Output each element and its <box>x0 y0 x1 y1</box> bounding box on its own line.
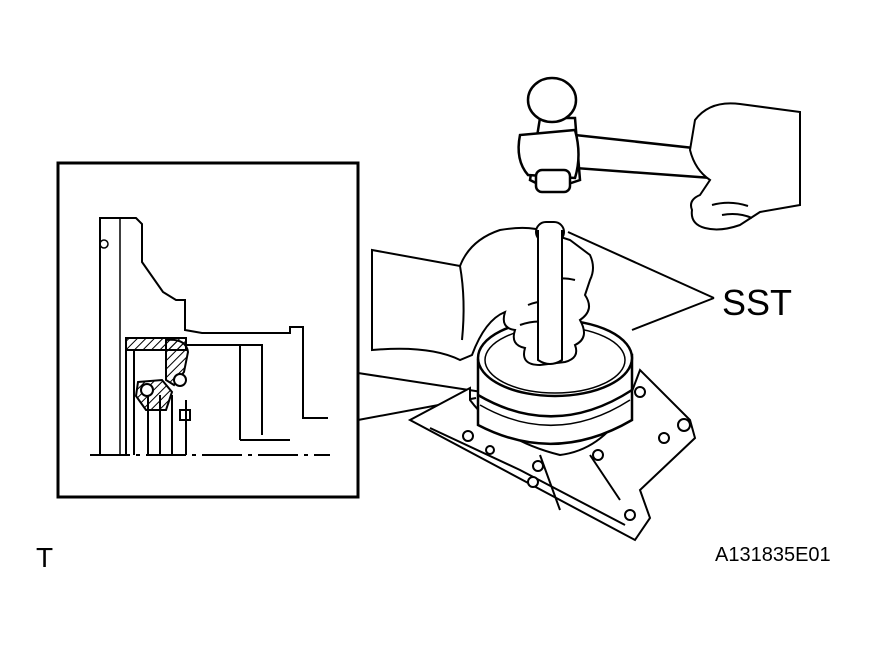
corner-mark: T <box>36 542 54 573</box>
hammer <box>517 76 714 194</box>
sst-leaders <box>567 231 715 331</box>
cutaway-inset <box>56 161 360 499</box>
right-hand <box>688 102 801 231</box>
sst-label: SST <box>722 282 793 323</box>
left-hand <box>371 221 594 367</box>
figure-code: A131835E01 <box>715 544 831 566</box>
